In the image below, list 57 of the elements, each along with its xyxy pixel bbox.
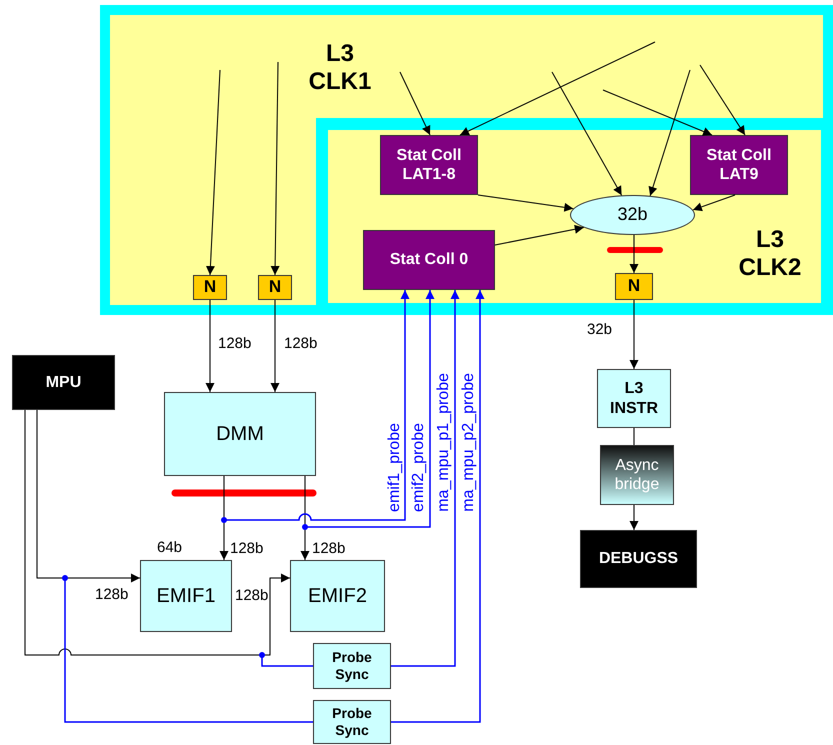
arrow [602,90,712,136]
probe-sync-box: Probe Sync [313,700,391,744]
probe-line [62,575,313,723]
probe-line [305,290,434,528]
edge-label: ma_mpu_p2_probe [461,373,477,512]
stat-collector-box: Stat Coll 0 [363,230,495,290]
instrumentation-box: L3 INSTR [597,369,671,428]
arrow [630,234,638,274]
probe-line [224,290,410,521]
arrow [270,300,280,392]
arrow [494,224,584,246]
bus-ellipse: 32b [570,195,695,235]
edge-label: 32b [587,322,612,337]
arrow [700,64,746,136]
edge-label: 128b [235,588,268,603]
edge-label: 128b [230,541,264,556]
arrow [692,194,736,212]
arrow [220,476,228,560]
arrow [648,70,690,196]
arrow [36,410,140,582]
arrow [630,504,638,530]
arrow [478,194,574,212]
probe-line [391,290,460,667]
arrow [630,300,638,370]
edge-label: emif1_probe [387,423,403,512]
arrow [270,62,280,276]
probe-line [391,290,484,723]
bus-width-label: 64b [157,539,182,556]
async-bridge-box: Async bridge [600,445,674,505]
arrow [400,72,430,136]
region-label: L3 CLK2 [738,226,802,282]
edge-label: 128b [284,336,318,351]
arrow [460,42,656,136]
edge-label: 128b [218,336,252,351]
module-box: DMM [164,392,316,476]
probe-sync-box: Probe Sync [313,643,391,689]
processor-box: MPU [12,355,115,410]
processor-box: DEBUGSS [580,530,697,588]
arrow [206,70,220,276]
module-box: EMIF2 [290,560,385,632]
stat-collector-box: Stat Coll LAT1-8 [380,135,478,195]
module-box: EMIF1 [140,560,232,632]
network-interface-box: N [258,275,292,300]
arrow [206,300,214,392]
edge-label: 128b [312,541,346,556]
probe-line [259,652,313,667]
arrow [552,72,622,196]
arrow [24,410,290,656]
arrow [300,476,310,560]
clock-domain-region [100,5,833,315]
edge-label: 128b [95,587,128,602]
edge-label: ma_mpu_p1_probe [436,373,452,512]
region-label: L3 CLK1 [308,40,372,96]
edge-label: emif2_probe [411,423,427,512]
stat-collector-box: Stat Coll LAT9 [690,135,788,195]
network-interface-box: N [615,273,653,300]
network-interface-box: N [193,275,227,300]
